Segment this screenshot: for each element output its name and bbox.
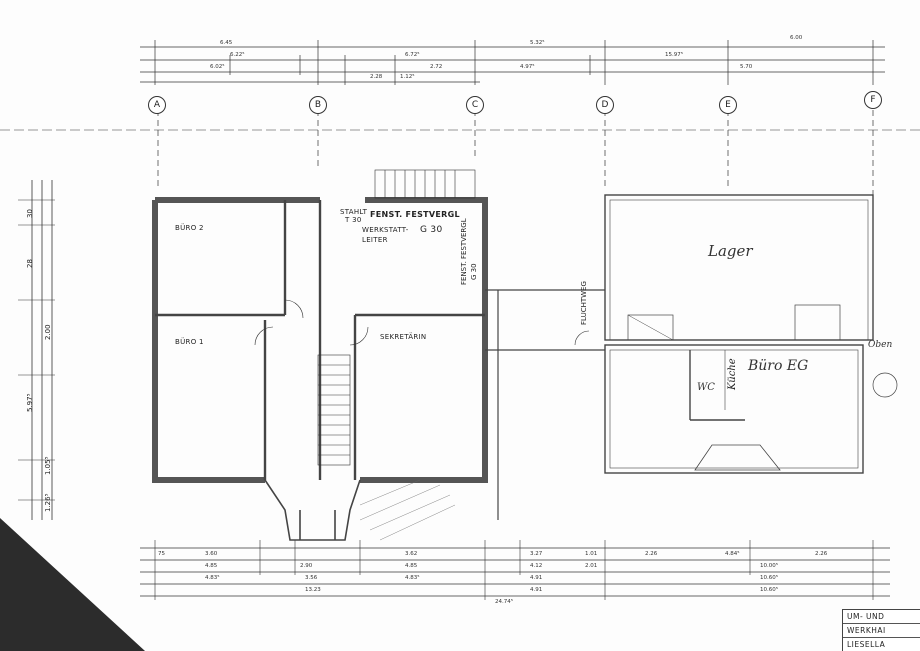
room-label-werkstatt: WERKSTATT- [362,226,409,234]
grid-axis-e: E [719,96,737,114]
dim-top-3b: 2.72 [430,64,443,70]
dim-left-1: 30 [26,209,34,218]
dim-left-6: 1.26⁵ [44,493,52,512]
handwritten-buero-eg: Büro EG [748,358,809,374]
handwritten-wc: WC [697,382,715,393]
title-line-3: LIESELLA [847,640,886,649]
label-t30: T 30 [345,216,362,224]
dim-bottom-1e: 1.01 [585,551,598,557]
dim-left-4: 5.97⁵ [26,393,34,412]
dim-top-1c: 6.00 [790,35,803,41]
dim-top-4b: 1.12⁵ [400,74,415,80]
grid-axis-f: F [864,91,882,109]
dim-bottom-4d: 10.60⁵ [760,587,778,593]
dim-bottom-1c: 3.62 [405,551,418,557]
dim-bottom-2b: 2.90 [300,563,313,569]
handwritten-kueche: Küche [727,358,738,390]
dim-bottom-3d: 4.91 [530,575,543,581]
label-g30-side: G 30 [470,263,478,280]
dim-bottom-4a: 13.23 [305,587,321,593]
dim-bottom-1g: 4.84⁵ [725,551,740,557]
label-stahlt: STAHLT [340,208,368,216]
dim-left-5: 1.05⁵ [44,456,52,475]
dim-bottom-2e: 2.01 [585,563,598,569]
dim-top-2c: 15.97⁵ [665,52,683,58]
label-fenst-festvergl-side: FENST. FESTVERGL [460,218,468,285]
dim-bottom-1f: 2.26 [645,551,658,557]
dim-bottom-1a: 75 [158,551,165,557]
dim-bottom-1d: 3.27 [530,551,543,557]
dim-bottom-2c: 4.85 [405,563,418,569]
dim-bottom-2a: 4.85 [205,563,218,569]
title-line-2: WERKHAI [843,624,920,638]
dim-top-3a: 6.02⁵ [210,64,225,70]
grid-axis-a: A [148,96,166,114]
dim-left-3: 2.00 [44,324,52,340]
title-block: UM- UND WERKHAI LIESELLA [842,609,920,651]
room-label-leiter: LEITER [362,236,388,244]
dim-bottom-1b: 3.60 [205,551,218,557]
dim-top-1a: 6.45 [220,40,233,46]
dim-top-3d: 5.70 [740,64,753,70]
room-label-buero1: BÜRO 1 [175,338,204,346]
dim-bottom-3b: 3.56 [305,575,318,581]
label-g30: G 30 [420,225,443,235]
title-line-1: UM- UND [843,610,920,624]
handwritten-lager: Lager [708,242,753,260]
dim-top-2b: 6.72⁵ [405,52,420,58]
label-fenst-festvergl: FENST. FESTVERGL [370,210,460,219]
dim-bottom-2d: 4.12 [530,563,543,569]
room-label-sekretaerin: SEKRETÄRIN [380,333,427,341]
dim-bottom-1h: 2.26 [815,551,828,557]
grid-axis-b: B [309,96,327,114]
dim-bottom-3e: 10.60⁵ [760,575,778,581]
dim-bottom-3a: 4.83⁵ [205,575,220,581]
dim-bottom-2f: 10.00⁵ [760,563,778,569]
dim-top-3c: 4.97⁵ [520,64,535,70]
dim-top-2a: 6.22⁵ [230,52,245,58]
grid-axis-d: D [596,96,614,114]
dim-bottom-3c: 4.83⁵ [405,575,420,581]
dim-top-4a: 2.28 [370,74,383,80]
room-label-buero2: BÜRO 2 [175,224,204,232]
dim-left-2: 28 [26,259,34,268]
dim-bottom-4c: 4.91 [530,587,543,593]
dim-bottom-4b: 24.74⁵ [495,599,513,605]
grid-axis-c: C [466,96,484,114]
handwritten-oben: Oben [868,340,893,350]
dim-top-1b: 5.32⁵ [530,40,545,46]
label-fluchtweg: FLUCHTWEG [580,281,588,325]
